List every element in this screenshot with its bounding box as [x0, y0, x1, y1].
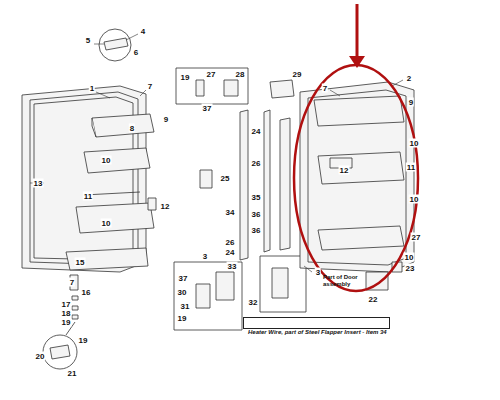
- callout-number: 36: [251, 210, 262, 219]
- highlight-ellipse: [294, 65, 418, 291]
- callout-number: 12: [160, 202, 171, 211]
- leader-lines: [30, 34, 403, 272]
- callout-number: 8: [129, 124, 135, 133]
- callout-number: 31: [180, 302, 191, 311]
- callout-number: 24: [251, 127, 262, 136]
- callout-number: 29: [292, 70, 303, 79]
- callout-number: 3: [315, 268, 321, 277]
- callout-number: 26: [225, 238, 236, 247]
- part-note: Part of Door assembly: [322, 274, 368, 288]
- callout-number: 10: [409, 139, 420, 148]
- callout-number: 21: [67, 369, 78, 378]
- note-box: Heater Wire, part of Steel Flapper Inser…: [243, 317, 390, 329]
- callout-number: 7: [69, 278, 75, 287]
- callout-number: 24: [225, 248, 236, 257]
- callout-number: 37: [178, 274, 189, 283]
- callout-number: 6: [133, 48, 139, 57]
- callout-number: 32: [248, 298, 259, 307]
- callout-number: 34: [225, 208, 236, 217]
- callout-number: 15: [75, 258, 86, 267]
- callout-number: 11: [406, 163, 416, 172]
- callout-number: 20: [35, 352, 46, 361]
- callout-number: 19: [180, 73, 191, 82]
- note-text: Heater Wire, part of Steel Flapper Inser…: [248, 328, 387, 336]
- callout-number: 37: [202, 104, 213, 113]
- callout-number: 19: [177, 314, 188, 323]
- left-door: [22, 86, 146, 272]
- callout-number: 5: [85, 36, 91, 45]
- callout-number: 23: [405, 264, 416, 273]
- callout-number: 36: [251, 226, 262, 235]
- callout-number: 11: [83, 192, 93, 201]
- callout-number: 30: [177, 288, 188, 297]
- callout-number: 9: [408, 98, 414, 107]
- callout-number: 2: [406, 74, 412, 83]
- callout-number: 10: [101, 156, 112, 165]
- callout-number: 10: [101, 219, 112, 228]
- callout-number: 13: [33, 179, 44, 188]
- right-door: [300, 82, 414, 272]
- callout-number: 16: [81, 288, 92, 297]
- callout-number: 9: [163, 115, 169, 124]
- callout-number: 22: [368, 295, 379, 304]
- callout-number: 10: [409, 195, 420, 204]
- pointer-arrow: [356, 4, 359, 58]
- callout-number: 4: [140, 27, 146, 36]
- callout-number: 33: [227, 262, 238, 271]
- callout-number: 19: [78, 336, 89, 345]
- callout-number: 17: [61, 300, 72, 309]
- callout-number: 27: [411, 233, 422, 242]
- callout-number: 7: [322, 84, 328, 93]
- callout-number: 18: [61, 309, 72, 318]
- callout-number: 3: [202, 252, 208, 261]
- callout-number: 12: [339, 166, 350, 175]
- callout-number: 28: [235, 70, 246, 79]
- callout-number: 1: [89, 84, 95, 93]
- callout-number: 27: [206, 70, 217, 79]
- pointer-arrowhead: [349, 56, 365, 68]
- callout-number: 25: [220, 174, 231, 183]
- callout-number: 7: [147, 82, 153, 91]
- callout-number: 26: [251, 159, 262, 168]
- callout-number: 10: [404, 253, 415, 262]
- callout-number: 19: [61, 318, 72, 327]
- callout-number: 35: [251, 193, 262, 202]
